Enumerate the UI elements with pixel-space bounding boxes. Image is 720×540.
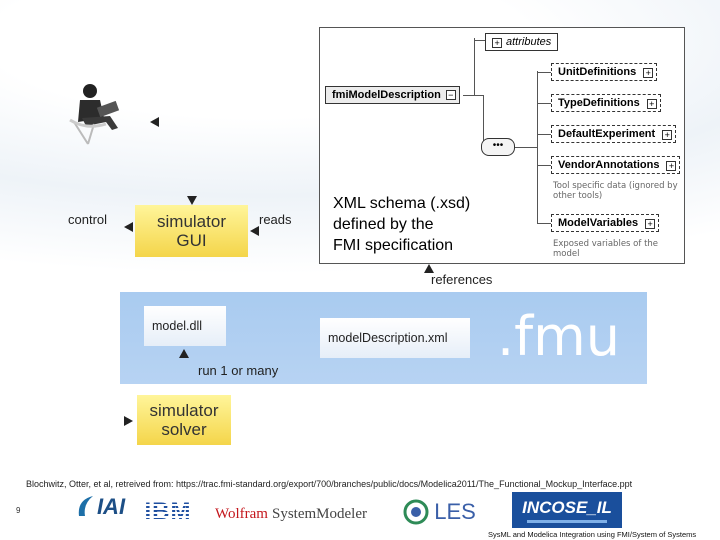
schema-vendor-annotations[interactable]: VendorAnnotations+	[551, 156, 681, 174]
model-dll-file[interactable]: model.dll	[144, 306, 226, 346]
model-variables-note: Exposed variables of the model	[553, 239, 659, 259]
incose-il-logo: INCOSE_IL	[512, 492, 622, 528]
page-number: 9	[16, 506, 21, 515]
model-description-xml-file[interactable]: modelDescription.xml	[320, 318, 470, 358]
schema-default-experiment[interactable]: DefaultExperiment+	[551, 125, 677, 143]
ibm-logo: IBM	[144, 498, 192, 525]
arrow-to-user	[150, 117, 159, 127]
control-label: control	[68, 212, 108, 227]
arrow-into-solver	[124, 416, 133, 426]
wolfram-systemmodeler-logo: Wolfram SystemModeler	[215, 505, 367, 522]
schema-type-definitions[interactable]: TypeDefinitions+	[551, 94, 661, 112]
fmu-extension-label: .fmu	[497, 305, 621, 368]
arrow-run	[179, 349, 189, 358]
footer-text: SysML and Modelica Integration using FMI…	[488, 530, 697, 539]
reads-label: reads	[259, 212, 292, 227]
simulator-solver-box: simulator solver	[137, 395, 231, 445]
schema-unit-definitions[interactable]: UnitDefinitions+	[551, 63, 658, 81]
run-label: run 1 or many	[198, 363, 279, 378]
schema-root-node[interactable]: fmiModelDescription −	[325, 86, 460, 104]
schema-attributes[interactable]: +attributes	[485, 33, 559, 51]
vendor-annotations-note: Tool specific data (ignored by other too…	[553, 181, 678, 201]
schema-model-variables[interactable]: ModelVariables+	[551, 214, 660, 232]
user-at-laptop-icon	[69, 84, 120, 145]
arrow-reads	[250, 226, 259, 236]
les-logo: LES	[398, 496, 480, 528]
references-label: references	[431, 272, 493, 287]
arrow-into-gui	[187, 196, 197, 205]
iai-logo: IAI	[68, 492, 132, 522]
arrow-control	[124, 222, 133, 232]
sequence-compositor-icon: •••	[481, 138, 515, 156]
simulator-gui-box: simulator GUI	[135, 205, 248, 257]
reference-citation: Blochwitz, Otter, et al, retreived from:…	[26, 479, 633, 489]
xml-schema-panel: +attributes fmiModelDescription − ••• Un…	[319, 27, 685, 264]
schema-caption: XML schema (.xsd) defined by the FMI spe…	[333, 195, 471, 254]
arrow-references	[424, 264, 434, 273]
